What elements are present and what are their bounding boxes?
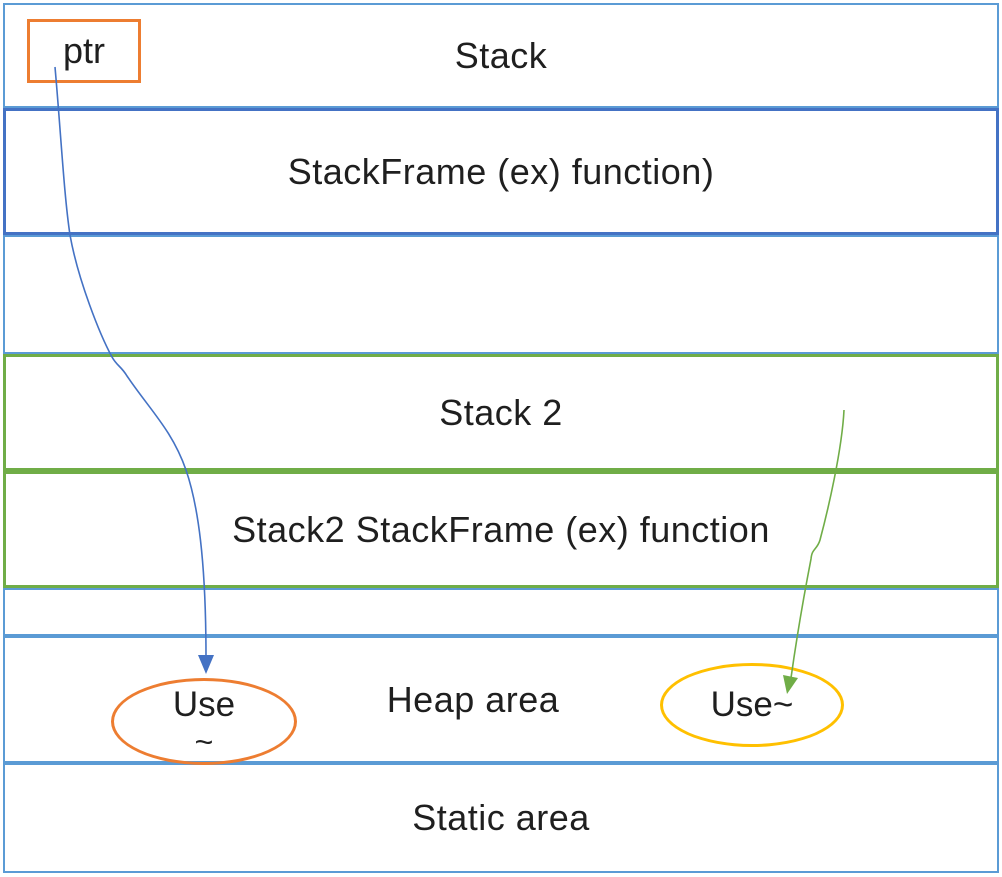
row-static-area: Static area bbox=[3, 763, 999, 873]
row-stack2: Stack 2 bbox=[3, 354, 999, 471]
row-heap-area: Heap area bbox=[3, 636, 999, 763]
row-stack2-stackframe: Stack2 StackFrame (ex) function bbox=[3, 471, 999, 588]
heap-use-ellipse-right-label: Use~ bbox=[710, 685, 794, 724]
row-empty-1 bbox=[3, 235, 999, 354]
row-heap-area-label: Heap area bbox=[386, 678, 560, 720]
heap-use-ellipse-left-line2: ~ bbox=[194, 723, 214, 760]
row-stackframe-label: StackFrame (ex) function) bbox=[287, 150, 715, 192]
row-static-area-label: Static area bbox=[412, 797, 590, 838]
row-stack: Stack bbox=[3, 3, 999, 108]
heap-use-ellipse-left: Use ~ bbox=[111, 678, 297, 765]
row-stack2-label: Stack 2 bbox=[439, 391, 563, 433]
ptr-box: ptr bbox=[27, 19, 141, 83]
row-empty-2 bbox=[3, 588, 999, 636]
heap-use-ellipse-left-line1: Use bbox=[172, 684, 236, 724]
heap-use-ellipse-right: Use~ bbox=[660, 663, 844, 747]
row-stackframe: StackFrame (ex) function) bbox=[3, 108, 999, 235]
row-stack-label: Stack bbox=[454, 34, 548, 76]
row-stack2-stackframe-label: Stack2 StackFrame (ex) function bbox=[232, 508, 770, 550]
ptr-box-label: ptr bbox=[62, 30, 105, 71]
